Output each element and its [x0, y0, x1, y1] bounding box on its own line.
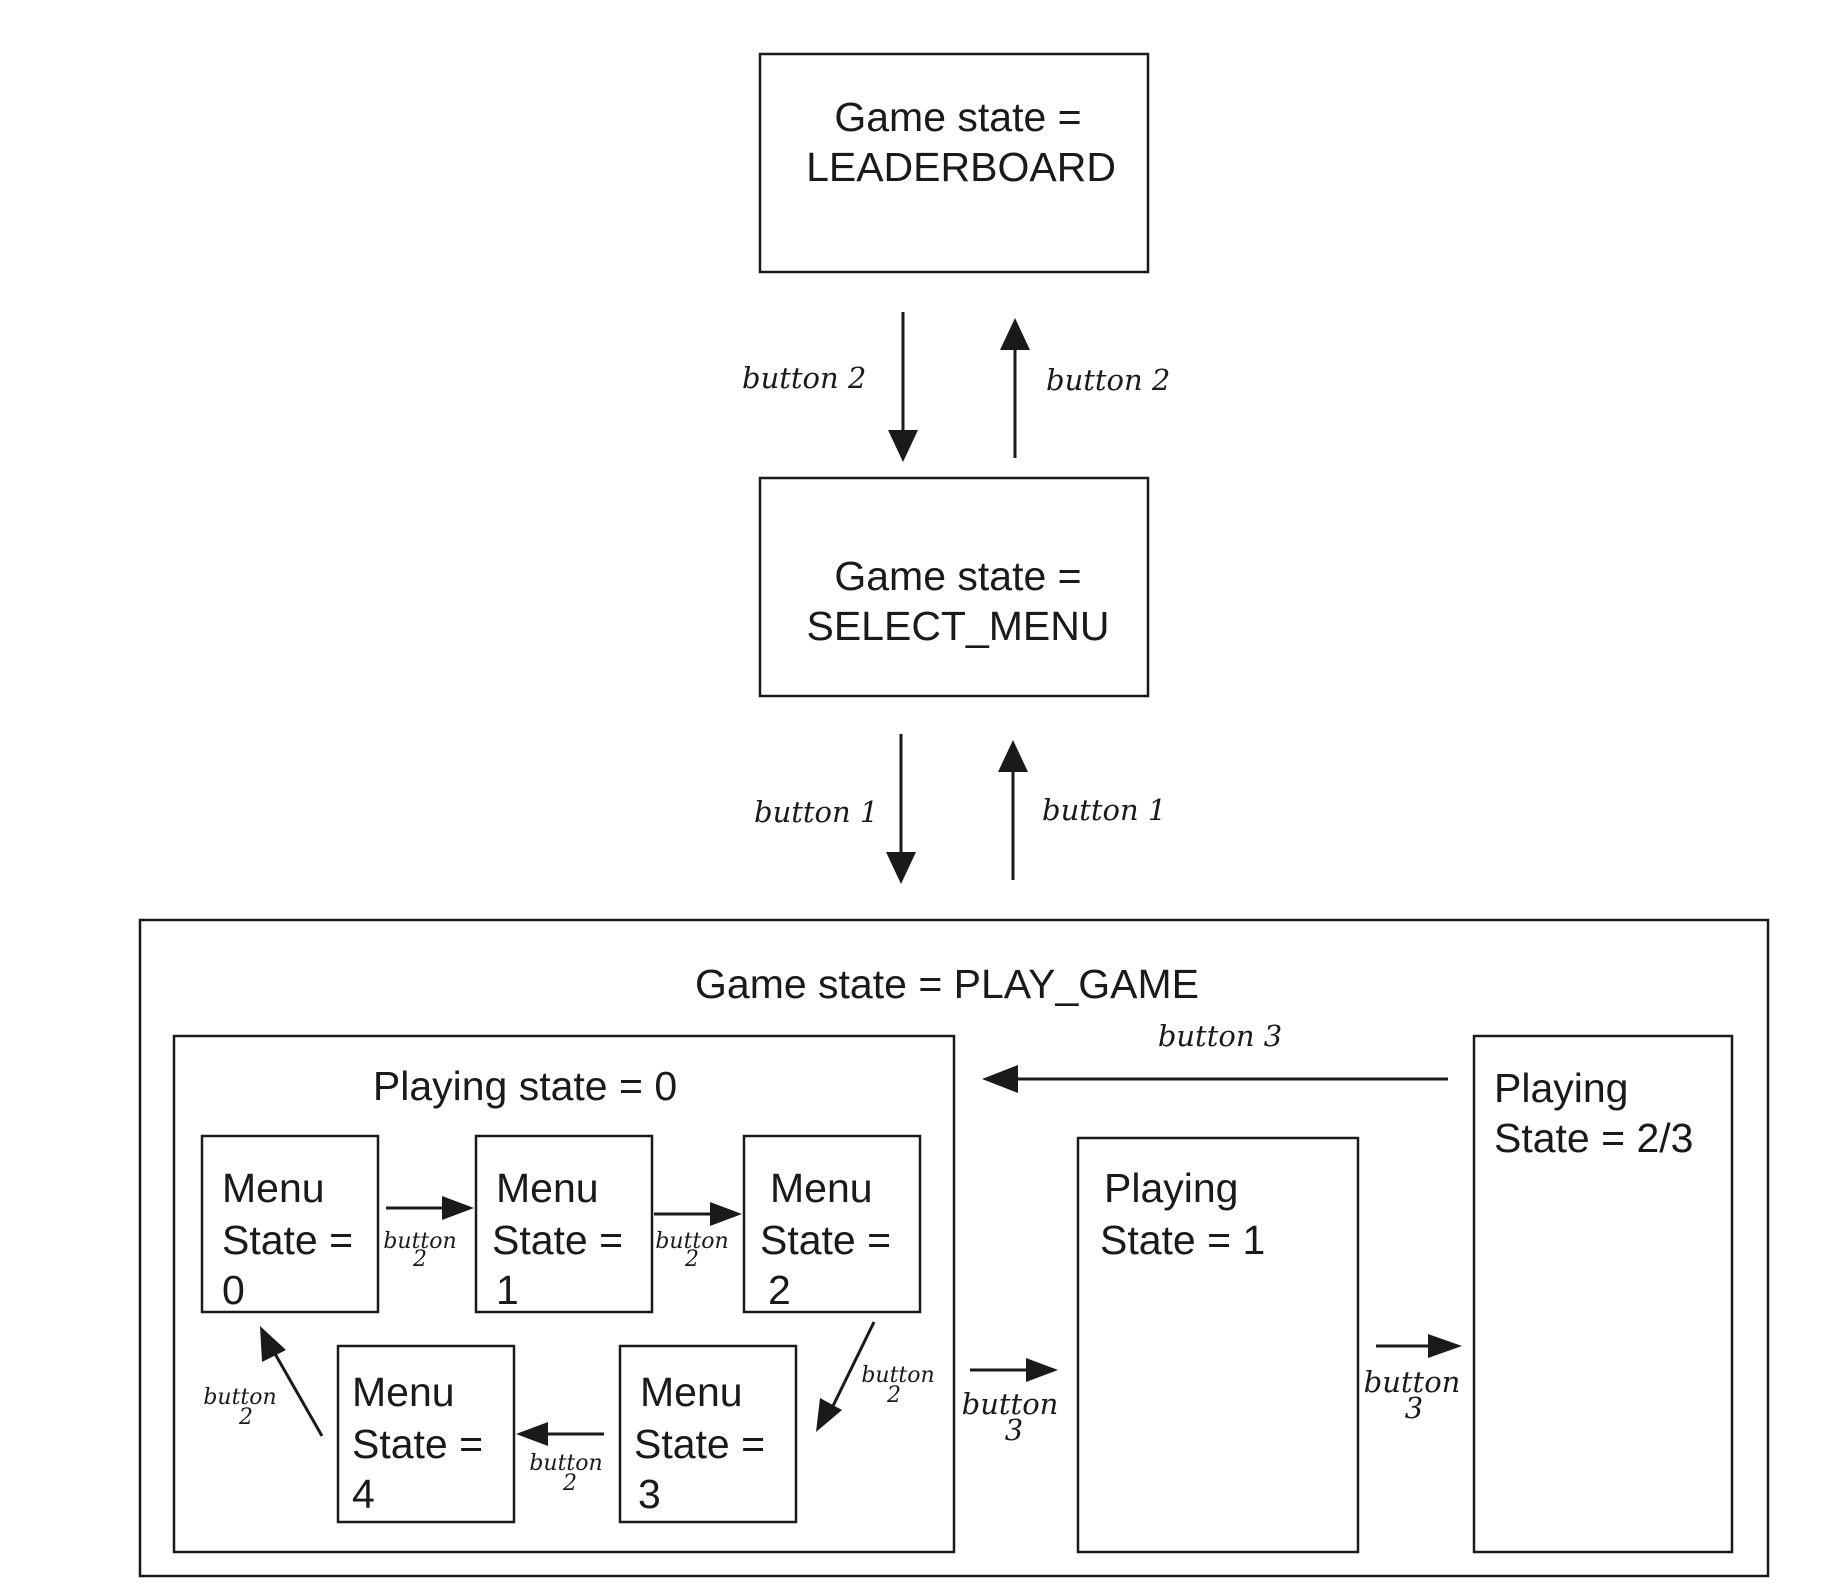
menu-state-2: Menu State = 2	[742, 1134, 922, 1314]
label-select-to-leaderboard: button 2	[1046, 363, 1170, 397]
select-menu-state: Game state = SELECT_MENU	[758, 476, 1150, 698]
playing-0-title: Playing state = 0	[373, 1063, 677, 1109]
menu-state-1: Menu State = 1	[474, 1134, 654, 1314]
arrow-playing23-to-playing0	[982, 1065, 1448, 1093]
label-menu1-to-menu2-word: button	[655, 1229, 728, 1254]
menu-3-line2: State =	[634, 1421, 765, 1467]
label-playing1-to-playing23-word: button	[1364, 1365, 1461, 1399]
arrow-head	[442, 1196, 474, 1220]
label-select-to-play: button 1	[754, 795, 878, 829]
playing-1-line2: State = 1	[1100, 1217, 1265, 1263]
label-playing0-to-playing1-word: button	[962, 1387, 1059, 1421]
arrow-head	[888, 430, 918, 462]
arrow-head	[710, 1202, 742, 1226]
menu-3-box	[618, 1344, 798, 1524]
menu-2-line3: 2	[768, 1267, 791, 1313]
menu-1-line2: State =	[492, 1217, 623, 1263]
label-menu4-to-menu0-num: 2	[238, 1405, 253, 1430]
arrow-select-to-play	[886, 734, 916, 884]
leaderboard-box	[758, 52, 1150, 274]
arrow-menu2-to-menu3	[816, 1321, 876, 1432]
menu-3-line1: Menu	[640, 1369, 743, 1415]
arrow-head	[998, 740, 1028, 772]
label-play-to-select: button 1	[1042, 793, 1166, 827]
play-game-title: Game state = PLAY_GAME	[695, 961, 1199, 1007]
label-playing1-to-playing23-num: 3	[1405, 1391, 1423, 1425]
playing-23-box	[1472, 1034, 1734, 1554]
label-menu0-to-menu1-num: 2	[412, 1247, 427, 1272]
menu-2-line2: State =	[760, 1217, 891, 1263]
leaderboard-line1: Game state =	[834, 94, 1081, 140]
arrow-menu4-to-menu0	[260, 1326, 324, 1437]
arrow-menu3-to-menu4	[516, 1422, 604, 1446]
menu-1-line3: 1	[496, 1267, 519, 1313]
arrow-head	[260, 1326, 286, 1362]
menu-1-line1: Menu	[496, 1165, 599, 1211]
menu-0-box	[200, 1134, 380, 1314]
arrow-shaft	[272, 1351, 324, 1437]
menu-4-box	[336, 1344, 516, 1524]
label-playing23-to-playing0: button 3	[1158, 1019, 1282, 1053]
label-playing0-to-playing1-num: 3	[1005, 1413, 1023, 1447]
label-menu2-to-menu3-word: button	[861, 1363, 934, 1388]
menu-state-0: Menu State = 0	[200, 1134, 380, 1314]
select-menu-box	[758, 476, 1150, 698]
arrow-menu0-to-menu1	[386, 1196, 474, 1220]
arrow-play-to-select	[998, 740, 1028, 880]
menu-4-line3: 4	[352, 1471, 375, 1517]
playing-state-1: Playing State = 1	[1076, 1136, 1360, 1554]
label-menu2-to-menu3-num: 2	[886, 1383, 901, 1408]
arrow-leaderboard-to-select	[888, 312, 918, 462]
arrow-head	[982, 1065, 1018, 1093]
label-menu3-to-menu4-word: button	[529, 1451, 602, 1476]
arrow-head	[1000, 318, 1030, 350]
menu-0-line3: 0	[222, 1267, 245, 1313]
arrow-head	[516, 1422, 548, 1446]
menu-2-box	[742, 1134, 922, 1314]
playing-23-line2: State = 2/3	[1494, 1115, 1693, 1161]
arrow-menu1-to-menu2	[654, 1202, 742, 1226]
menu-0-line1: Menu	[222, 1165, 325, 1211]
arrow-head	[816, 1398, 842, 1432]
leaderboard-line2: LEADERBOARD	[806, 144, 1116, 190]
label-menu0-to-menu1-word: button	[383, 1229, 456, 1254]
playing-23-line1: Playing	[1494, 1065, 1628, 1111]
arrow-playing1-to-playing23	[1376, 1334, 1462, 1358]
select-menu-line1: Game state =	[834, 553, 1081, 599]
arrow-shaft	[830, 1321, 876, 1409]
label-menu4-to-menu0-word: button	[203, 1385, 276, 1410]
menu-state-4: Menu State = 4	[336, 1344, 516, 1524]
label-menu3-to-menu4-num: 2	[562, 1471, 577, 1496]
menu-3-line3: 3	[638, 1471, 661, 1517]
leaderboard-state: Game state = LEADERBOARD	[758, 52, 1150, 274]
menu-0-line2: State =	[222, 1217, 353, 1263]
playing-1-box	[1076, 1136, 1360, 1554]
menu-4-line1: Menu	[352, 1369, 455, 1415]
arrow-playing0-to-playing1	[970, 1358, 1058, 1382]
arrow-select-to-leaderboard	[1000, 318, 1030, 458]
playing-1-line1: Playing	[1104, 1165, 1238, 1211]
arrow-head	[1026, 1358, 1058, 1382]
menu-2-line1: Menu	[770, 1165, 873, 1211]
menu-1-box	[474, 1134, 654, 1314]
playing-state-2-3: Playing State = 2/3	[1472, 1034, 1734, 1554]
arrow-head	[886, 852, 916, 884]
menu-state-3: Menu State = 3	[618, 1344, 798, 1524]
menu-4-line2: State =	[352, 1421, 483, 1467]
arrow-head	[1428, 1334, 1462, 1358]
select-menu-line2: SELECT_MENU	[806, 603, 1109, 649]
label-leaderboard-to-select: button 2	[742, 361, 866, 395]
label-menu1-to-menu2-num: 2	[684, 1247, 699, 1272]
